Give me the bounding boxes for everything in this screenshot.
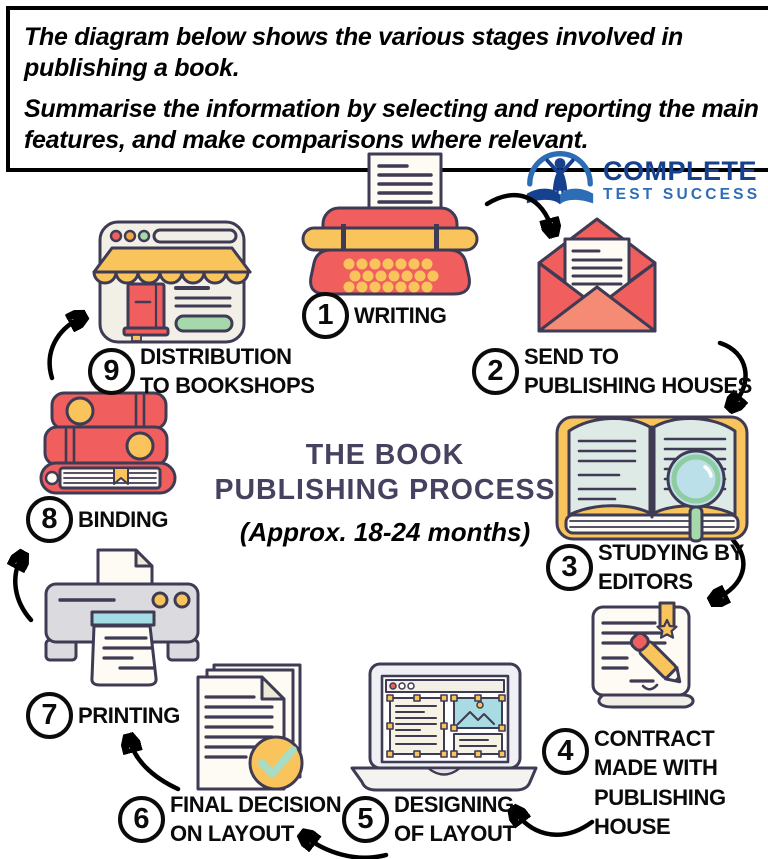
stage-5-caption: 5 DESIGNING OF LAYOUT bbox=[342, 790, 516, 849]
stage-8-caption: 8 BINDING bbox=[26, 496, 168, 543]
stage-7-number: 7 bbox=[26, 692, 73, 739]
documents-checkmark-icon bbox=[190, 661, 308, 795]
stage-9-label-line-2: TO BOOKSHOPS bbox=[140, 373, 315, 399]
laptop-layout-design-icon bbox=[340, 660, 548, 798]
stage-8-number: 8 bbox=[26, 496, 73, 543]
stage-6-caption: 6 FINAL DECISION ON LAYOUT bbox=[118, 790, 342, 849]
bookshop-front-icon bbox=[90, 218, 254, 348]
stage-9-caption: 9 DISTRIBUTION TO BOOKSHOPS bbox=[88, 342, 315, 401]
title-line-2: PUBLISHING PROCESS bbox=[214, 473, 556, 506]
stage-4-label-line-4: HOUSE bbox=[594, 814, 671, 840]
stage-4-number: 4 bbox=[542, 728, 589, 775]
stage-3-caption: 3 STUDYING BY EDITORS bbox=[546, 538, 744, 597]
arrow-6-7 bbox=[130, 741, 181, 792]
stage-1-caption: 1 WRITING bbox=[302, 292, 447, 339]
diagram-title: THE BOOK PUBLISHING PROCESS (Approx. 18-… bbox=[205, 438, 565, 548]
stage-6-number: 6 bbox=[118, 795, 165, 843]
stage-8-label: BINDING bbox=[78, 506, 169, 532]
stage-3-label-line-2: EDITORS bbox=[598, 569, 693, 595]
open-book-magnifier-icon bbox=[553, 401, 751, 545]
envelope-letter-icon bbox=[533, 213, 661, 337]
contract-pencil-icon bbox=[583, 601, 707, 721]
task-prompt-box: The diagram below shows the various stag… bbox=[6, 6, 768, 172]
stage-5-label-line-1: DESIGNING bbox=[394, 792, 514, 817]
title-duration: (Approx. 18-24 months) bbox=[239, 516, 531, 547]
stage-7-label: PRINTING bbox=[78, 702, 180, 728]
stage-7-caption: 7 PRINTING bbox=[26, 692, 180, 739]
stage-3-number: 3 bbox=[546, 543, 593, 591]
typewriter-icon bbox=[297, 152, 483, 296]
stage-1-label: WRITING bbox=[354, 302, 447, 328]
stage-4-caption: 4 CONTRACT MADE WITH PUBLISHING HOUSE bbox=[542, 724, 726, 842]
stage-2-label-line-2: PUBLISHING HOUSES bbox=[524, 373, 752, 399]
stage-2-caption: 2 SEND TO PUBLISHING HOUSES bbox=[472, 342, 752, 401]
stage-5-label-line-2: OF LAYOUT bbox=[394, 821, 516, 847]
arrow-7-8 bbox=[15, 558, 34, 623]
task-line-1: The diagram below shows the various stag… bbox=[24, 23, 683, 82]
logo-text-top: COMPLETE bbox=[603, 155, 758, 186]
stage-4-label-line-3: PUBLISHING bbox=[594, 784, 726, 810]
stage-2-label-line-1: SEND TO bbox=[524, 344, 619, 369]
task-line-2: Summarise the information by selecting a… bbox=[24, 95, 759, 154]
stage-6-label-line-1: FINAL DECISION bbox=[170, 792, 342, 817]
stage-1-number: 1 bbox=[302, 292, 349, 339]
stage-5-number: 5 bbox=[342, 795, 389, 843]
stage-4-label-line-1: CONTRACT bbox=[594, 726, 715, 751]
printer-icon bbox=[40, 546, 204, 690]
stage-9-number: 9 bbox=[88, 347, 135, 395]
stage-4-label-line-2: MADE WITH bbox=[594, 755, 718, 781]
stage-3-label-line-1: STUDYING BY bbox=[598, 540, 744, 565]
logo-text-bottom: TEST SUCCESS bbox=[603, 185, 761, 203]
arrow-8-9 bbox=[47, 318, 80, 381]
complete-test-success-logo: COMPLETE TEST SUCCESS bbox=[521, 151, 760, 209]
stage-2-number: 2 bbox=[472, 347, 519, 395]
title-line-1: THE BOOK bbox=[305, 439, 465, 471]
stage-9-label-line-1: DISTRIBUTION bbox=[140, 344, 292, 369]
bound-books-stack-icon bbox=[36, 390, 180, 498]
stage-6-label-line-2: ON LAYOUT bbox=[170, 821, 294, 847]
logo-book-figure-icon bbox=[521, 151, 599, 209]
